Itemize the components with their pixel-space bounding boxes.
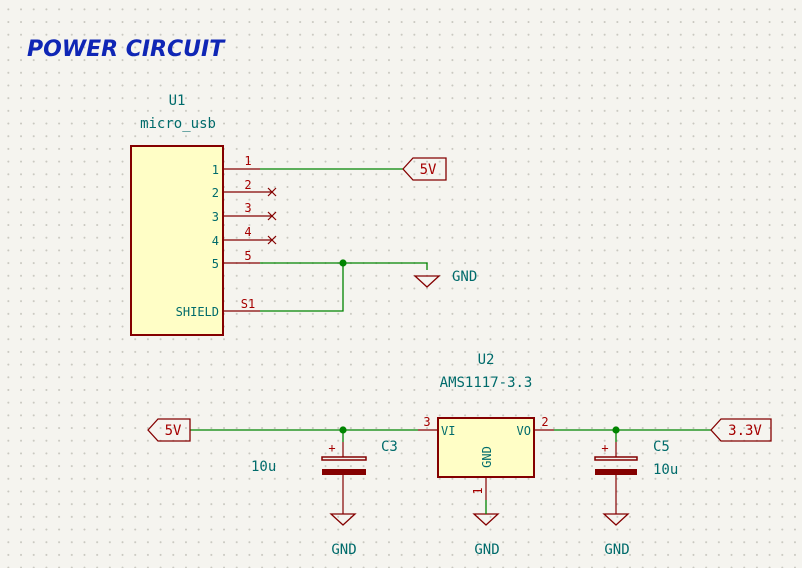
c5-ref: C5: [653, 439, 670, 455]
u1-pin-3-number: 3: [244, 201, 251, 215]
u2-pin-vo-number: 2: [541, 415, 548, 429]
u2-body: [437, 417, 535, 478]
u2-pin-vi-name: VI: [441, 424, 455, 438]
c3-value: 10u: [251, 459, 276, 475]
u1-pin-s1-number: S1: [241, 297, 255, 311]
gnd-symbol-c3[interactable]: GND: [329, 513, 357, 558]
u2-pin-gnd-number: 1: [471, 487, 485, 494]
c5-value: 10u: [653, 462, 678, 478]
sheet-title: POWER CIRCUIT: [27, 37, 226, 62]
gnd-c3-text: GND: [331, 542, 356, 558]
u1-pin-1-name: 1: [212, 163, 219, 177]
global-label-5v-left[interactable]: 5V: [147, 418, 191, 442]
no-connect-icon: [267, 187, 277, 197]
c5-capacitor[interactable]: + C5 10u: [594, 439, 678, 514]
ground-icon: [413, 275, 441, 288]
gnd-symbol-u2[interactable]: GND: [472, 500, 500, 558]
u2-ams1117[interactable]: U2 AMS1117-3.3 3 2 1 VI VO GND: [418, 352, 554, 500]
u1-ref: U1: [169, 93, 186, 109]
ground-icon: [602, 513, 630, 526]
u1-pin-3-name: 3: [212, 210, 219, 224]
u1-pin-4-number: 4: [244, 225, 251, 239]
u2-pin-vi-number: 3: [423, 415, 430, 429]
c3-capacitor[interactable]: + C3 10u: [251, 439, 398, 514]
c3-plate-top: [321, 456, 367, 461]
gnd-u1-text: GND: [452, 269, 477, 285]
c3-plus-icon: +: [328, 441, 335, 455]
u1-body: [130, 145, 224, 336]
label-5v-left-text: 5V: [165, 423, 182, 439]
wire-gnd-u1: [260, 262, 428, 270]
u1-pin-5-number: 5: [244, 249, 251, 263]
u1-micro-usb[interactable]: U1 micro_usb 1 2 3 4 5 SHIELD 1 2 3 4 5: [130, 93, 277, 336]
u1-pin-s1-name: SHIELD: [176, 305, 219, 319]
label-3v3-text: 3.3V: [728, 423, 762, 439]
c5-plate-top: [594, 456, 638, 461]
u2-value: AMS1117-3.3: [440, 375, 533, 391]
c3-plate-bottom: [322, 469, 366, 475]
gnd-symbol-u1[interactable]: GND: [413, 269, 477, 288]
u1-pin-5-name: 5: [212, 257, 219, 271]
gnd-u2-text: GND: [474, 542, 499, 558]
no-connect-icon: [267, 211, 277, 221]
c3-ref: C3: [381, 439, 398, 455]
junction-dot: [339, 426, 347, 434]
global-label-3v3[interactable]: 3.3V: [710, 418, 772, 442]
c5-plate-bottom: [595, 469, 637, 475]
global-label-5v-top[interactable]: 5V: [402, 157, 447, 181]
junction-dot: [339, 259, 347, 267]
ground-icon: [329, 513, 357, 526]
no-connect-icon: [267, 235, 277, 245]
u1-value: micro_usb: [140, 116, 216, 132]
gnd-symbol-c5[interactable]: GND: [602, 513, 630, 558]
gnd-c5-text: GND: [604, 542, 629, 558]
u1-pin-1-number: 1: [244, 154, 251, 168]
u1-pin-4-name: 4: [212, 234, 219, 248]
junction-dot: [612, 426, 620, 434]
c5-plus-icon: +: [601, 441, 608, 455]
ground-icon: [472, 513, 500, 526]
wire-shield: [260, 263, 344, 312]
u2-ref: U2: [478, 352, 495, 368]
u1-pin-2-name: 2: [212, 186, 219, 200]
u2-pin-vo-name: VO: [517, 424, 531, 438]
label-5v-top-text: 5V: [420, 162, 437, 178]
u1-pin-2-number: 2: [244, 178, 251, 192]
u2-pin-gnd-name: GND: [480, 446, 494, 468]
